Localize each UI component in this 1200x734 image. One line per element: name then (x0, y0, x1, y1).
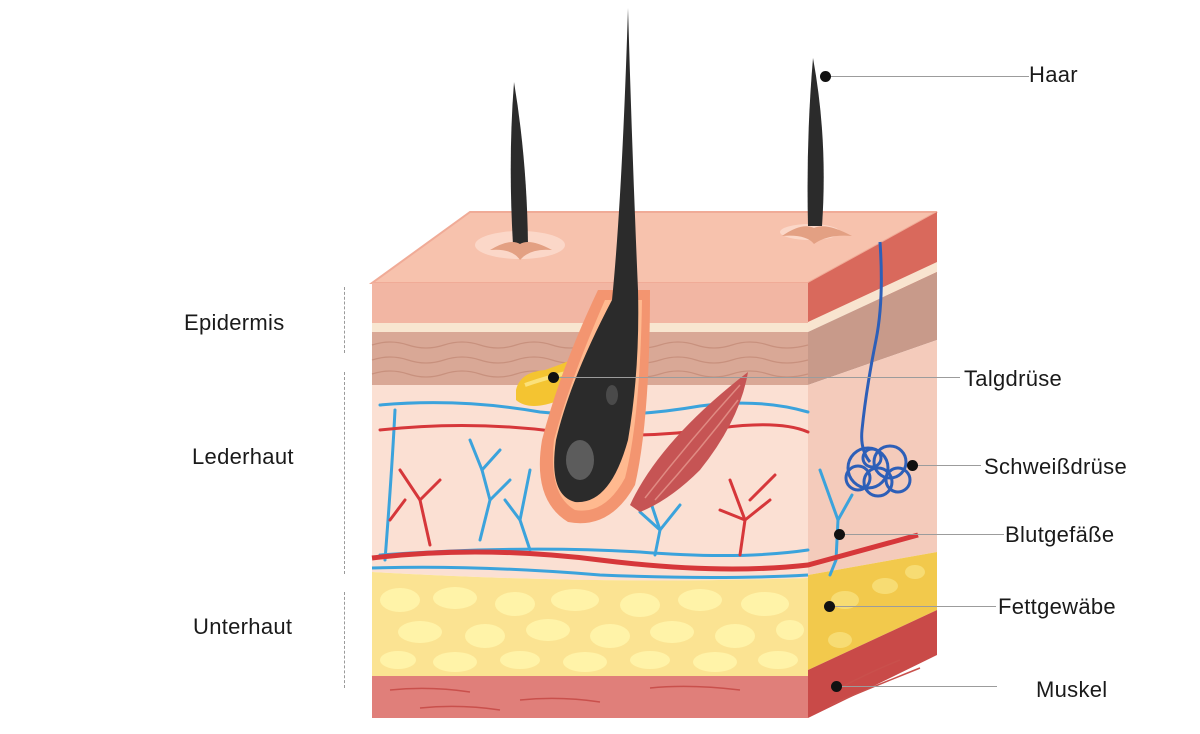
label-haar: Haar (1029, 62, 1078, 87)
label-fettgewaebe: Fettgewäbe (998, 594, 1116, 619)
dot-talgdruese (548, 372, 559, 383)
dot-haar (820, 71, 831, 82)
label-epidermis: Epidermis (184, 310, 285, 335)
lederhaut-bracket (344, 372, 345, 574)
label-blutgefaesse: Blutgefäße (1005, 522, 1115, 547)
label-muskel: Muskel (1036, 677, 1108, 702)
side-cell-layer (808, 272, 937, 385)
front-muscle (372, 676, 808, 718)
leader-schweissdruese (913, 465, 981, 466)
dot-fettgewaebe (824, 601, 835, 612)
label-unterhaut: Unterhaut (193, 614, 293, 639)
leader-talgdruese (554, 377, 960, 378)
label-schweissdruese: Schweißdrüse (984, 454, 1127, 479)
main-hair-shaft (554, 8, 639, 503)
arrector-pili-muscle (630, 372, 748, 512)
fat-cells (380, 587, 804, 672)
leader-blutgefaesse (840, 534, 1004, 535)
left-hair (510, 82, 528, 245)
side-epidermis (808, 212, 937, 328)
dot-schweissdruese (907, 460, 918, 471)
epidermis-bracket (344, 287, 345, 353)
label-talgdruese: Talgdrüse (964, 366, 1063, 391)
sweat-duct (860, 241, 883, 463)
leader-muskel (837, 686, 997, 687)
dot-blutgefaesse (834, 529, 845, 540)
dot-muskel (831, 681, 842, 692)
main-artery (371, 532, 919, 572)
side-muscle (808, 610, 937, 718)
label-lederhaut: Lederhaut (192, 444, 294, 469)
unterhaut-bracket (344, 592, 345, 688)
sweat-gland-coil (844, 444, 912, 498)
right-hair (807, 58, 824, 226)
leader-fettgewaebe (830, 606, 996, 607)
leader-haar (826, 76, 1029, 77)
